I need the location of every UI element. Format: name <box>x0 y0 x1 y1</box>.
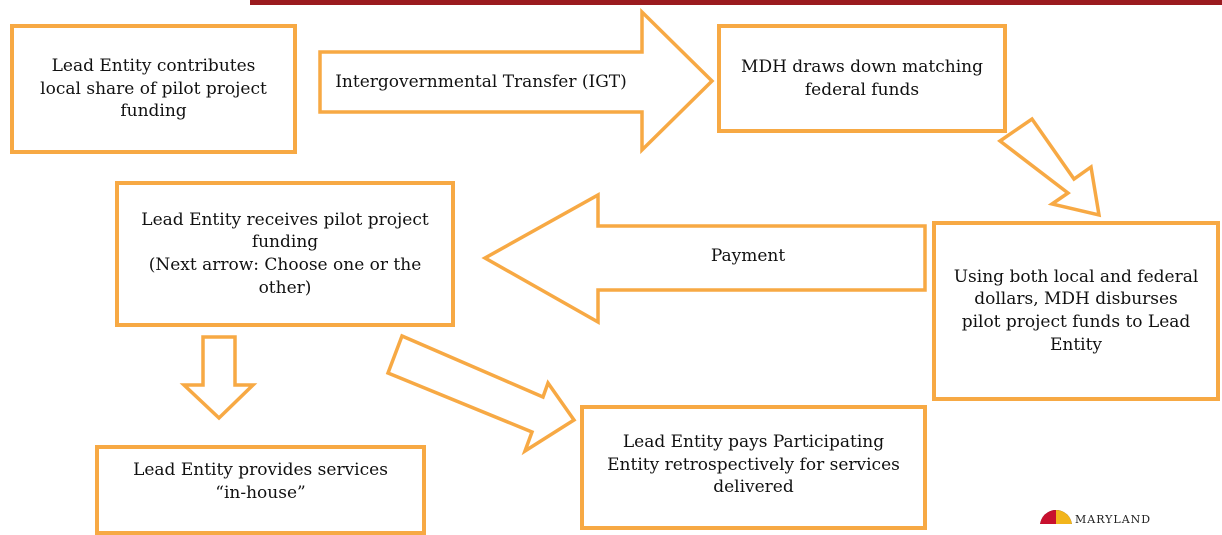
node-mdh-draws-text: MDH draws down matching federal funds <box>741 56 983 100</box>
node-lead-provides-text: Lead Entity provides services “in-house” <box>133 460 388 503</box>
igt-arrow <box>318 7 715 155</box>
diagonal-arrow-to-pays <box>385 333 577 456</box>
flow-arrows <box>179 7 1102 456</box>
node-mdh-disburses: Using both local and federal dollars, MD… <box>932 221 1220 401</box>
diagonal-arrow-to-disburse <box>997 116 1102 218</box>
maryland-flag-icon <box>1040 510 1072 535</box>
payment-arrow-label: Payment <box>710 246 786 266</box>
node-mdh-disburses-text: Using both local and federal dollars, MD… <box>953 266 1199 355</box>
maryland-logo-text: MARYLAND <box>1075 513 1152 526</box>
node-lead-pays: Lead Entity pays Participating Entity re… <box>580 405 927 530</box>
node-mdh-draws: MDH draws down matching federal funds <box>717 24 1007 133</box>
header-accent-bar <box>250 0 1222 5</box>
node-lead-receives-text: Lead Entity receives pilot project fundi… <box>141 209 429 298</box>
node-lead-receives: Lead Entity receives pilot project fundi… <box>115 181 455 327</box>
node-lead-contributes: Lead Entity contributes local share of p… <box>10 24 297 154</box>
node-lead-contributes-text: Lead Entity contributes local share of p… <box>40 56 267 122</box>
down-arrow-to-provides <box>179 335 258 421</box>
igt-arrow-label: Intergovernmental Transfer (IGT) <box>335 72 627 92</box>
payment-arrow <box>481 192 927 326</box>
node-lead-provides: Lead Entity provides services “in-house” <box>95 445 426 535</box>
node-lead-pays-text: Lead Entity pays Participating Entity re… <box>607 432 900 498</box>
